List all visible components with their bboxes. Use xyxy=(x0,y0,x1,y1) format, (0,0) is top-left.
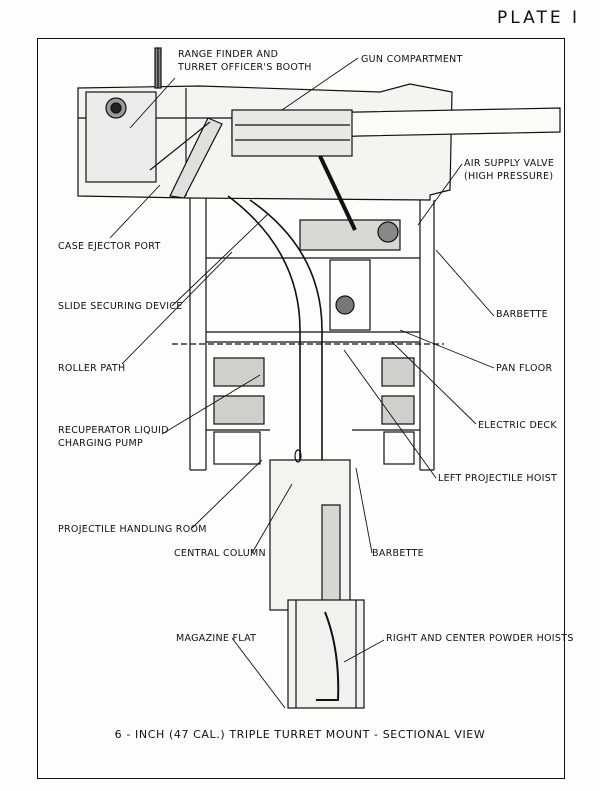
range-finder-booth xyxy=(85,47,162,183)
label-range-finder: RANGE FINDER AND TURRET OFFICER'S BOOTH xyxy=(178,49,312,73)
label-powder-hoists: RIGHT AND CENTER POWDER HOISTS xyxy=(386,633,574,644)
label-barbette-upper: BARBETTE xyxy=(496,309,548,320)
label-air-supply-valve: AIR SUPPLY VALVE (HIGH PRESSURE) xyxy=(464,158,555,182)
label-slide-securing-device: SLIDE SECURING DEVICE xyxy=(58,301,183,312)
barbette-walls xyxy=(189,198,435,471)
drawing-frame xyxy=(37,38,565,779)
gun-mechanism xyxy=(299,155,401,331)
label-roller-path: ROLLER PATH xyxy=(58,363,126,374)
label-barbette-lower: BARBETTE xyxy=(372,548,424,559)
plate-number: PLATE I xyxy=(497,8,580,28)
leader-lines xyxy=(109,57,495,709)
label-electric-deck: ELECTRIC DECK xyxy=(478,420,557,431)
case-ejector-chute xyxy=(149,117,223,199)
decks xyxy=(172,257,444,431)
label-magazine-flat: MAGAZINE FLAT xyxy=(176,633,257,644)
central-column xyxy=(227,195,351,656)
powder-hoists xyxy=(287,599,365,709)
label-gun-compartment: GUN COMPARTMENT xyxy=(361,54,463,65)
gun-barrel xyxy=(231,107,561,157)
figure-caption: 6 - INCH (47 CAL.) TRIPLE TURRET MOUNT -… xyxy=(114,728,486,741)
label-central-column: CENTRAL COLUMN xyxy=(174,548,266,559)
label-left-projectile-hoist: LEFT PROJECTILE HOIST xyxy=(438,473,558,484)
label-case-ejector-port: CASE EJECTOR PORT xyxy=(58,241,161,252)
label-pan-floor: PAN FLOOR xyxy=(496,363,553,374)
label-recuperator: RECUPERATOR LIQUID CHARGING PUMP xyxy=(58,425,169,449)
label-projectile-handling-room: PROJECTILE HANDLING ROOM xyxy=(58,524,207,535)
projectile-racks xyxy=(213,357,415,465)
